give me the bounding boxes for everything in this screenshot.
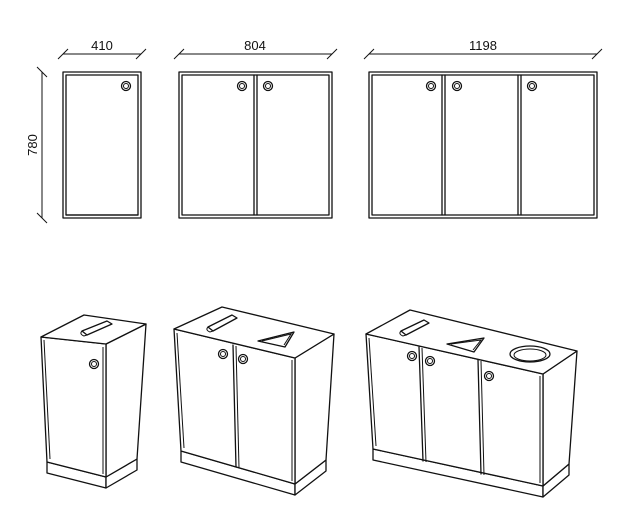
circle-knob-icon <box>406 350 418 362</box>
dimension-label-780: 780 <box>25 134 40 156</box>
dimension-label-410: 410 <box>91 38 113 53</box>
front-view-large-cabinet <box>368 71 598 219</box>
dimension-height: 780 <box>25 66 48 224</box>
front-view-small-cabinet <box>62 71 142 219</box>
paper-slot-icon <box>80 320 113 337</box>
front-view-medium-cabinet <box>178 71 333 219</box>
circle-knob-icon <box>526 80 538 92</box>
perspective-small-cabinet <box>40 314 147 489</box>
dimension-width-large: 1198 <box>363 38 603 60</box>
circle-knob-icon <box>88 358 100 370</box>
perspective-large-cabinet <box>365 309 578 498</box>
triangle-opening-icon <box>257 331 295 348</box>
triangle-opening-icon <box>446 337 485 353</box>
circle-knob-icon <box>262 80 274 92</box>
paper-slot-icon <box>206 314 238 333</box>
circle-knob-icon <box>217 348 229 360</box>
circle-knob-icon <box>236 80 248 92</box>
perspective-medium-cabinet <box>173 306 335 496</box>
circle-knob-icon <box>483 370 495 382</box>
dimension-width-medium: 804 <box>173 38 338 60</box>
circle-knob-icon <box>425 80 437 92</box>
circle-knob-icon <box>120 80 132 92</box>
round-opening-icon <box>509 345 551 363</box>
circle-knob-icon <box>424 355 436 367</box>
circle-knob-icon <box>237 353 249 365</box>
dimension-width-small: 410 <box>57 38 147 60</box>
paper-slot-icon <box>399 319 430 337</box>
dimension-label-804: 804 <box>244 38 266 53</box>
dimension-label-1198: 1198 <box>469 38 497 53</box>
circle-knob-icon <box>451 80 463 92</box>
